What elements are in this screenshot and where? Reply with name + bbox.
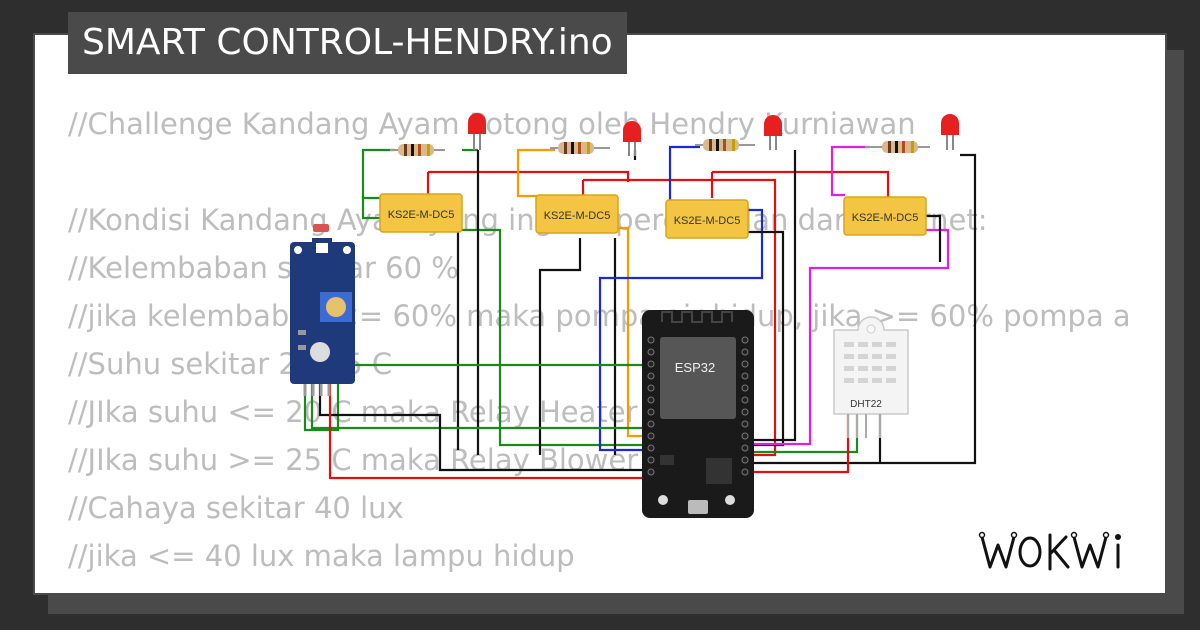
resistor-1 [390,144,445,156]
relay-4: KS2E-M-DC5 [843,196,927,236]
wire-orange-r2 [516,148,555,198]
relay-1-label: KS2E-M-DC5 [388,209,455,221]
code-line-7: //JIka suhu <= 20 C maka Relay Heater [68,395,638,429]
esp32-board: ESP32 [642,310,754,518]
relay-3: KS2E-M-DC5 [665,199,749,239]
code-line-3: //Kondisi Kandang Ayam yang ingin dipero… [68,203,988,237]
code-line-4: //Kelembaban sekitar 60 % [68,251,459,285]
wokwi-logo [978,531,1121,571]
resistor-3 [695,139,755,151]
wire-green-dht [748,415,859,454]
relay-2: KS2E-M-DC5 [535,194,619,234]
resistor-4 [865,141,930,153]
wire-mag-r4-esp [748,228,950,446]
wire-orange-r2-esp [612,226,648,438]
relay-4-label: KS2E-M-DC5 [852,212,919,224]
wire-black-r4-b [922,214,942,262]
relay-2-label: KS2E-M-DC5 [544,210,611,222]
wire-red-ldr [328,382,648,480]
led-4 [941,114,959,150]
wire-black-r2-b [538,238,582,455]
wire-black-r3 [748,150,797,442]
esp32-label: ESP32 [675,360,715,375]
wires [303,145,977,480]
code-line-10: //jika <= 40 lux maka lampu hidup [68,539,575,573]
ldr-module [290,224,355,396]
wire-green-r1-a [361,196,380,220]
wire-mag-r4-led [830,145,870,197]
wire-red-r2-esp [583,178,777,457]
relay-3-label: KS2E-M-DC5 [674,215,741,227]
wire-black-ldr [318,382,648,472]
code-line-8: //JIka suhu >= 25 C maka Relay Blower [68,443,639,477]
wire-green-r1-led [361,148,395,200]
wire-blue-r3-led [668,145,700,212]
wire-green-r1-esp [440,228,648,447]
wire-black-r4 [748,153,977,465]
led-3 [764,115,782,150]
wire-red-top-1 [428,170,630,182]
dht22-sensor: DHT22 [833,316,909,438]
wire-green-ldr [310,382,648,430]
esp32-pins-left [647,336,655,476]
wire-green-ldr-2 [303,363,648,432]
relay-1: KS2E-M-DC5 [379,193,463,233]
wire-red-top-3 [712,170,890,198]
dht22-label: DHT22 [850,399,882,410]
project-title: SMART CONTROL-HENDRY.ino [68,12,627,74]
led-2 [623,121,641,156]
code-line-9: //Cahaya sekitar 40 lux [68,491,404,525]
resistor-2 [550,142,610,154]
esp32-pins-right [741,336,749,476]
wire-blue-r3-esp [598,208,764,452]
led-1 [468,113,486,150]
